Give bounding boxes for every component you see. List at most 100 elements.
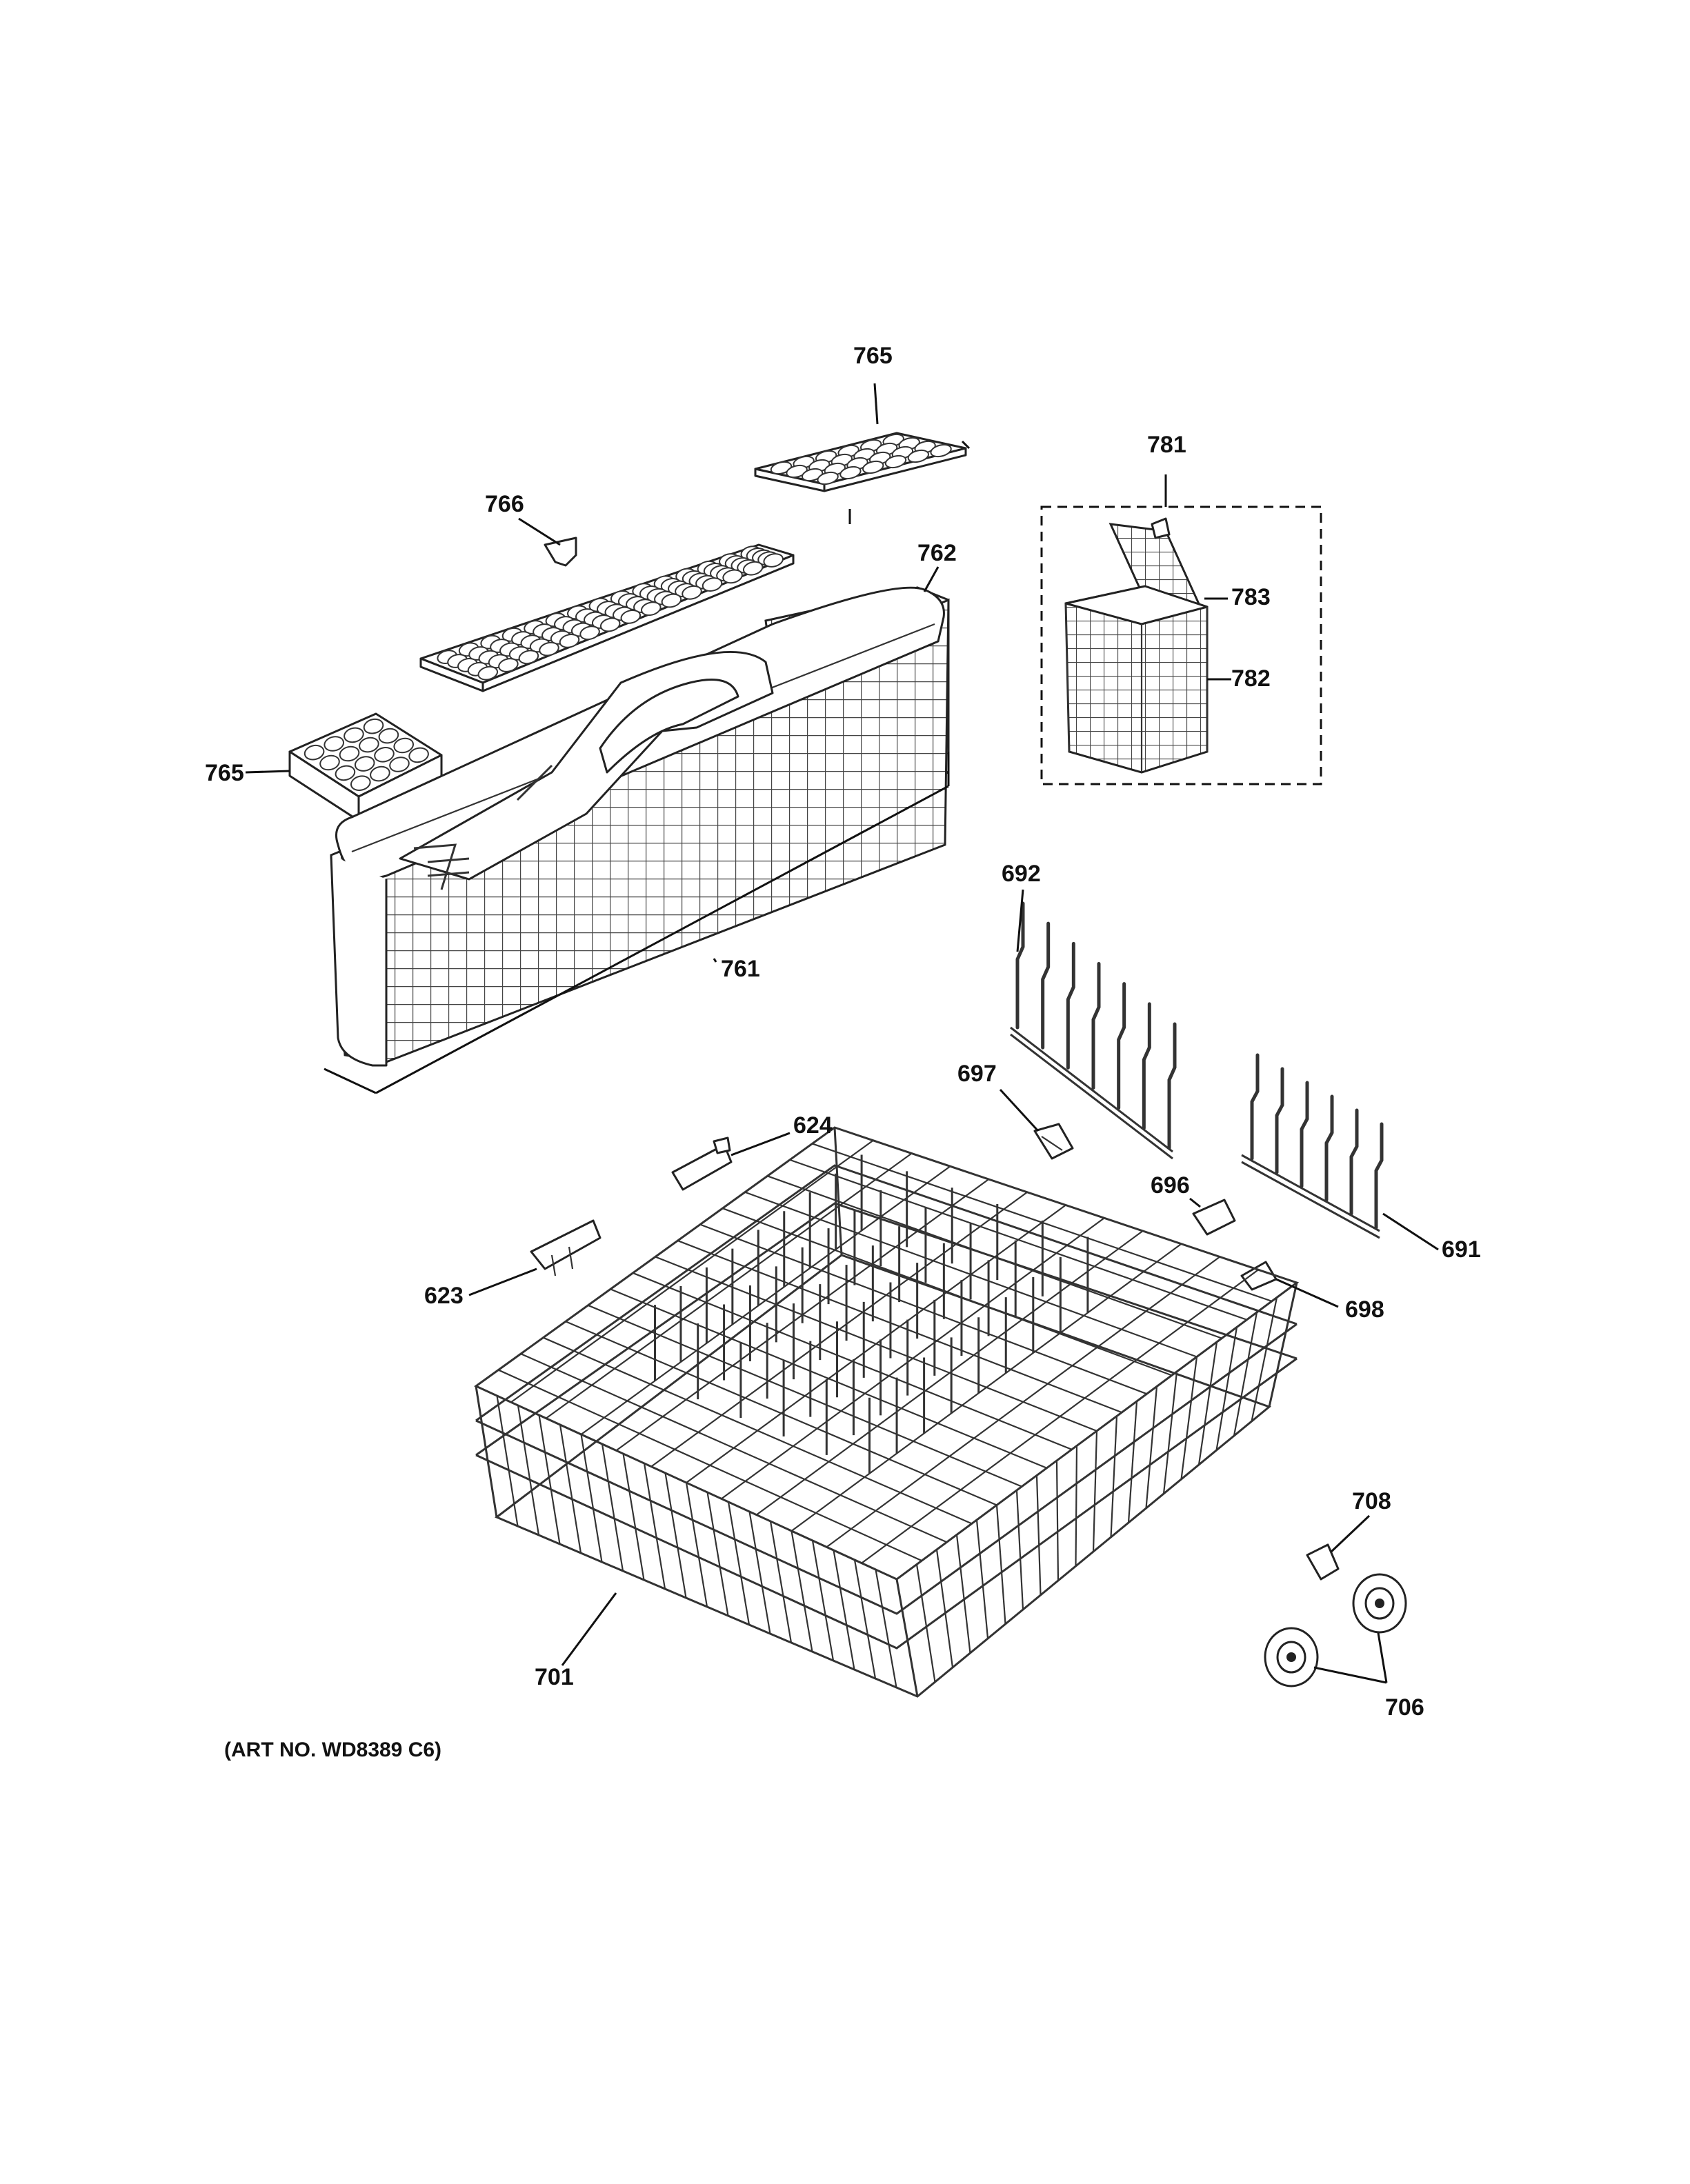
tine	[1142, 1002, 1151, 1130]
cover-hole	[335, 765, 356, 781]
rack-wire	[580, 1165, 951, 1435]
rack-side-wire	[538, 1414, 561, 1545]
cover-hole	[930, 443, 952, 458]
cover-hole	[393, 737, 414, 754]
wheel-706-b	[1352, 1573, 1407, 1634]
rack-side-wire	[895, 1579, 919, 1697]
rack-wire	[791, 1243, 1182, 1532]
rack-side-wire	[1233, 1312, 1258, 1436]
rack-side-wire	[685, 1482, 708, 1607]
wheel-706-a	[1264, 1627, 1319, 1687]
rack-side-wire	[915, 1564, 936, 1683]
cover-hole	[620, 610, 642, 624]
cover-hole	[559, 634, 580, 648]
cover-hole	[702, 577, 723, 592]
tine-row-692	[1010, 901, 1177, 1160]
callout-761: 761	[721, 956, 760, 982]
callout-701: 701	[535, 1664, 574, 1690]
callout-782: 782	[1231, 665, 1271, 692]
rack-side-wire	[1092, 1430, 1098, 1552]
rack-side-wire	[1075, 1445, 1078, 1567]
rack-side-wire	[559, 1424, 582, 1554]
tine	[1275, 1067, 1284, 1174]
callout-698: 698	[1345, 1296, 1384, 1323]
callout-623: 623	[424, 1283, 464, 1309]
callout-706: 706	[1385, 1694, 1424, 1721]
clip-697	[1033, 1123, 1074, 1160]
rack-wire	[861, 1269, 1259, 1564]
callout-783: 783	[1231, 584, 1271, 610]
callout-697: 697	[957, 1061, 997, 1087]
rack-wire	[510, 1139, 874, 1403]
cover-hole	[378, 728, 399, 744]
callout-766: 766	[485, 491, 524, 517]
cover-hole	[661, 593, 682, 608]
callout-781: 781	[1147, 432, 1186, 458]
cover-766	[419, 537, 795, 692]
cover-hole	[786, 464, 808, 479]
rack-side-wire	[475, 1385, 498, 1518]
cover-hole	[742, 561, 764, 576]
cover-hole	[862, 460, 884, 474]
rack-side-wire	[853, 1559, 877, 1679]
cover-hole	[722, 569, 743, 584]
cover-hole	[319, 754, 340, 771]
cover-hole	[304, 744, 325, 761]
rack-wire	[650, 1191, 1028, 1467]
rack-side-wire	[1127, 1401, 1138, 1523]
tine	[1374, 1122, 1384, 1230]
rack-side-wire	[706, 1492, 729, 1616]
rack-side-wire	[1110, 1416, 1118, 1538]
rack-side-wire	[622, 1453, 645, 1581]
cover-hole	[339, 745, 360, 762]
tine	[1250, 1053, 1260, 1161]
rack-side-wire	[769, 1521, 793, 1643]
rack-side-wire	[875, 1569, 897, 1688]
callout-692: 692	[1002, 861, 1041, 887]
rack-side-wire	[995, 1505, 1006, 1625]
small-basket-782	[1064, 517, 1209, 774]
callout-696: 696	[1151, 1172, 1190, 1199]
tine	[1300, 1081, 1309, 1188]
cover-hole	[770, 461, 793, 475]
cover-hole	[763, 553, 784, 568]
rack-wire	[686, 1204, 1066, 1483]
cover-hole	[359, 737, 379, 753]
tine	[1349, 1108, 1359, 1216]
cover-hole	[354, 756, 375, 772]
callout-708: 708	[1352, 1488, 1391, 1514]
cover-hole	[682, 585, 702, 600]
rack-side-wire	[580, 1434, 603, 1563]
cover-hole	[884, 454, 907, 469]
clip-623	[530, 1219, 602, 1276]
cover-hole	[518, 650, 539, 665]
tine	[1117, 982, 1126, 1110]
cover-hole	[907, 449, 929, 463]
rack-side-wire	[643, 1463, 666, 1590]
cover-hole	[599, 617, 621, 632]
callout-691: 691	[1442, 1236, 1481, 1263]
rack-side-wire	[496, 1395, 519, 1527]
silverware-basket-761	[324, 586, 950, 1094]
rack-side-wire	[1162, 1371, 1178, 1494]
lower-rack-701	[474, 1126, 1300, 1698]
clip-624	[671, 1136, 733, 1191]
rack-side-wire	[833, 1550, 855, 1670]
rack-side-wire	[811, 1540, 835, 1661]
cover-765-left	[288, 712, 443, 822]
rack-side-wire	[975, 1519, 989, 1639]
rack-side-wire	[664, 1472, 687, 1599]
callout-765-top: 765	[853, 343, 893, 369]
rack-side-wire	[935, 1549, 954, 1668]
rack-side-wire	[748, 1511, 771, 1634]
callout-765-left: 765	[205, 760, 244, 786]
callout-762: 762	[917, 540, 957, 566]
cover-hole	[641, 601, 662, 617]
rack-side-wire	[517, 1405, 540, 1536]
cover-hole	[539, 641, 559, 657]
tine	[1066, 941, 1075, 1070]
cover-hole	[374, 747, 395, 763]
cover-hole	[801, 468, 824, 482]
cover-hole	[324, 736, 344, 752]
